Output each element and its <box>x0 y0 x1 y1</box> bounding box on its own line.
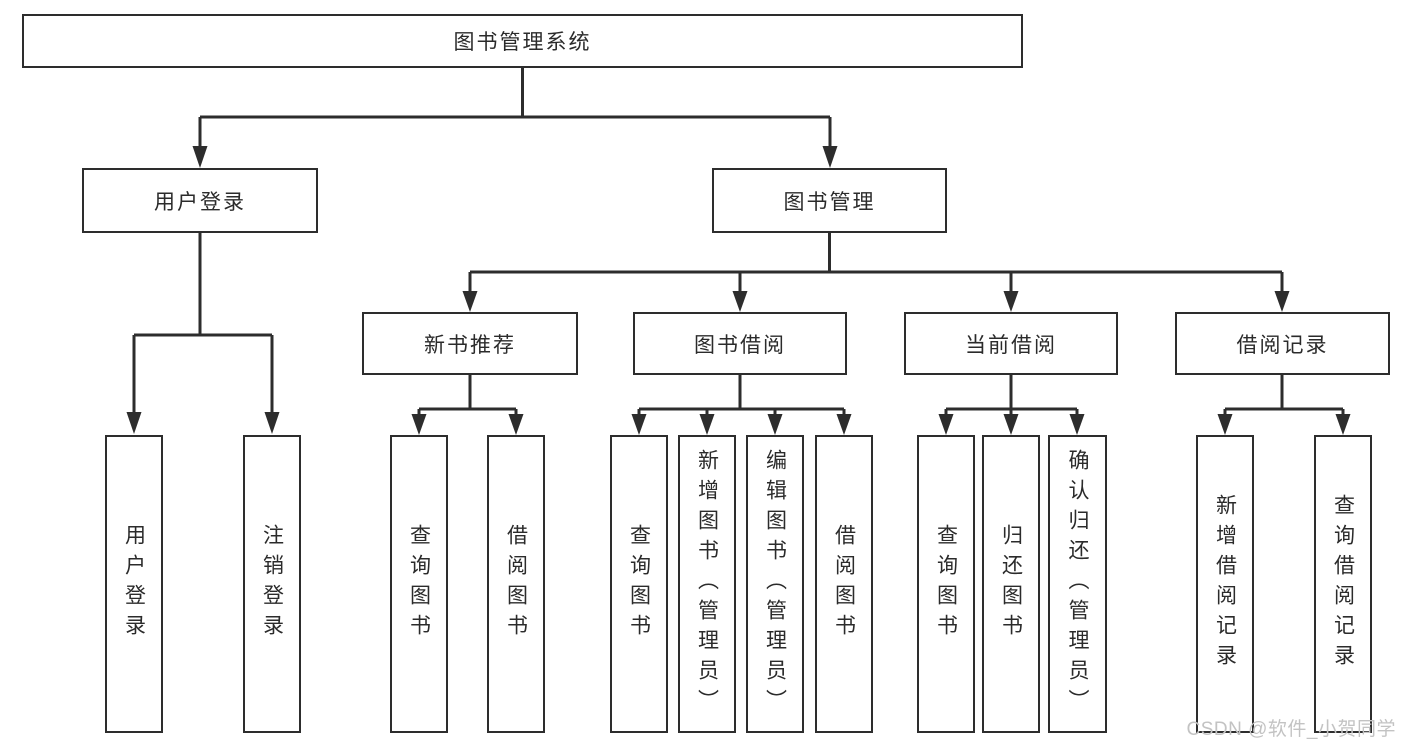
node-current-borrow: 当前借阅 <box>904 312 1118 375</box>
leaf-label: 编辑图书（管理员） <box>763 449 787 719</box>
node-root-library-system: 图书管理系统 <box>22 14 1023 68</box>
leaf-logout: 注销登录 <box>243 435 301 733</box>
leaf-label: 注销登录 <box>260 524 284 644</box>
node-label: 图书借阅 <box>694 333 786 357</box>
leaf-label: 新增图书（管理员） <box>695 449 719 719</box>
leaf-query-book-recommend: 查询图书 <box>390 435 448 733</box>
leaf-label: 查询图书 <box>934 524 958 644</box>
leaf-query-book-current: 查询图书 <box>917 435 975 733</box>
node-label: 借阅记录 <box>1236 333 1329 357</box>
leaf-confirm-return-admin: 确认归还（管理员） <box>1048 435 1107 733</box>
leaf-add-book-admin: 新增图书（管理员） <box>678 435 736 733</box>
leaf-query-borrow-record: 查询借阅记录 <box>1314 435 1372 733</box>
leaf-label: 归还图书 <box>999 524 1023 644</box>
node-book-borrow: 图书借阅 <box>633 312 847 375</box>
node-book-management: 图书管理 <box>712 168 947 233</box>
node-label: 新书推荐 <box>424 333 516 357</box>
leaf-label: 借阅图书 <box>832 524 856 644</box>
leaf-borrow-book: 借阅图书 <box>815 435 873 733</box>
leaf-label: 用户登录 <box>122 524 146 644</box>
leaf-edit-book-admin: 编辑图书（管理员） <box>746 435 804 733</box>
leaf-label: 新增借阅记录 <box>1213 494 1237 674</box>
leaf-return-book: 归还图书 <box>982 435 1040 733</box>
csdn-watermark: CSDN @软件_小贺同学 <box>1186 719 1396 740</box>
leaf-label: 确认归还（管理员） <box>1066 449 1090 719</box>
leaf-label: 查询图书 <box>627 524 651 644</box>
leaf-add-borrow-record: 新增借阅记录 <box>1196 435 1254 733</box>
node-label: 用户登录 <box>154 190 246 214</box>
node-new-book-recommend: 新书推荐 <box>362 312 578 375</box>
leaf-borrow-book-recommend: 借阅图书 <box>487 435 545 733</box>
node-label: 当前借阅 <box>965 333 1057 357</box>
leaf-label: 借阅图书 <box>504 524 528 644</box>
node-label: 图书管理 <box>783 190 876 214</box>
node-borrow-record: 借阅记录 <box>1175 312 1390 375</box>
leaf-user-login: 用户登录 <box>105 435 163 733</box>
leaf-label: 查询图书 <box>407 524 431 644</box>
node-label: 图书管理系统 <box>453 31 592 54</box>
leaf-label: 查询借阅记录 <box>1331 494 1355 674</box>
node-user-login: 用户登录 <box>82 168 318 233</box>
leaf-query-book-borrow: 查询图书 <box>610 435 668 733</box>
